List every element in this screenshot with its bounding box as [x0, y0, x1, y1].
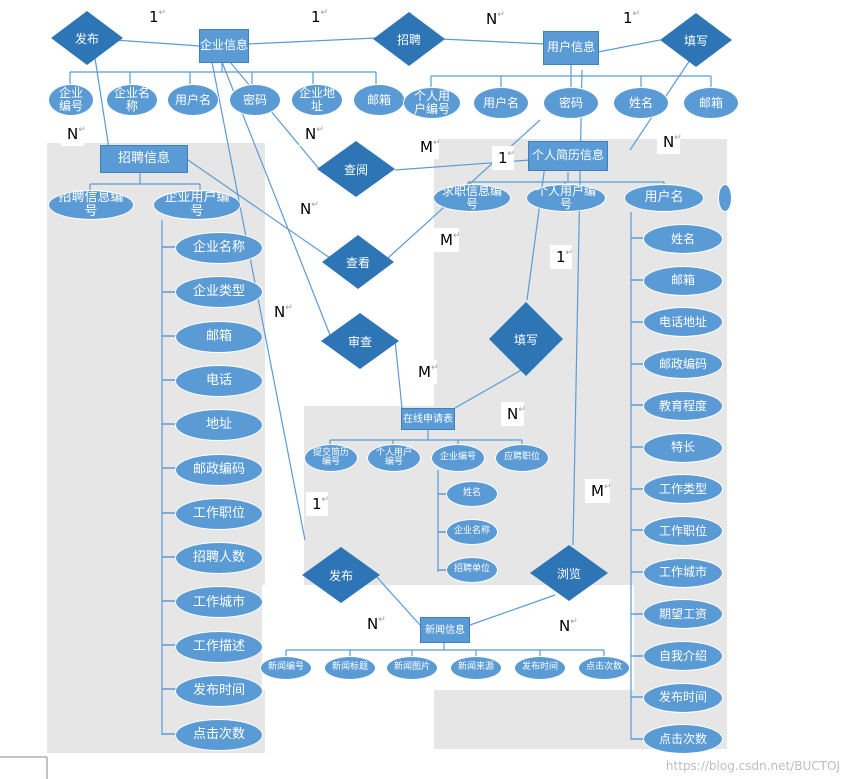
- recruit-attr: 招聘信息编号: [48, 190, 134, 220]
- resume-list-attr: 姓名: [643, 224, 723, 254]
- recruit-list-attr: 企业名称: [175, 232, 263, 264]
- news-attr: 新闻图片: [386, 656, 438, 680]
- resume-attr: 个人用户编号: [526, 184, 606, 212]
- resume-list-attr: 邮箱: [643, 265, 723, 296]
- entity-application: 在线申请表: [401, 408, 455, 430]
- news-attr: 新闻标题: [324, 656, 376, 680]
- application-attr: 企业编号: [431, 444, 485, 472]
- user-attr: 个人用户编号: [403, 87, 461, 119]
- cardinality-label: N↵: [268, 300, 293, 324]
- user-attr: 密码: [543, 87, 599, 119]
- cardinality-label: M↵: [434, 228, 461, 252]
- entity-news: 新闻信息: [420, 617, 470, 643]
- cardinality-label: N↵: [61, 122, 86, 146]
- enterprise-attr: 用户名: [167, 84, 219, 116]
- cardinality-label: M↵: [412, 360, 439, 384]
- application-attr: 个人用户编号: [367, 444, 421, 472]
- cardinality-label: 1↵: [306, 492, 329, 516]
- cardinality-label: N↵: [501, 402, 526, 426]
- cardinality-label: N↵: [299, 122, 324, 146]
- recruit-attr: 企业用户编号: [153, 190, 241, 220]
- resume-attr: 用户名: [624, 184, 704, 212]
- resume-list-attr: 教育程度: [643, 390, 723, 421]
- recruit-list-attr: 邮箱: [175, 320, 263, 353]
- cardinality-label: N↵: [657, 130, 682, 154]
- resume-list-attr: 点击次数: [643, 724, 723, 755]
- resume-list-attr: 电话地址: [643, 307, 723, 338]
- application-sub-attr: 招聘单位: [446, 557, 498, 583]
- cardinality-label: 1↵: [492, 146, 515, 170]
- user-attr: 姓名: [613, 87, 669, 119]
- enterprise-attr: 邮箱: [353, 84, 405, 116]
- recruit-list-attr: 工作描述: [175, 630, 263, 663]
- resume-list-attr: 邮政编码: [643, 349, 723, 380]
- enterprise-attr: 企业地址: [291, 84, 343, 116]
- cardinality-label: N↵: [480, 7, 505, 31]
- application-sub-attr: 姓名: [446, 481, 498, 507]
- cardinality-label: 1↵: [305, 5, 328, 29]
- enterprise-attr: 密码: [229, 84, 281, 116]
- enterprise-attr: 企业名称: [106, 84, 158, 116]
- cardinality-label: M↵: [414, 135, 441, 159]
- user-attr: 用户名: [473, 87, 529, 119]
- cardinality-label: 1↵: [617, 6, 640, 30]
- recruit-list-attr: 企业类型: [175, 276, 263, 309]
- news-attr: 新闻编号: [260, 656, 312, 680]
- cardinality-label: 1↵: [550, 245, 573, 269]
- recruit-list-attr: 地址: [175, 409, 263, 442]
- application-sub-attr: 企业名称: [446, 519, 498, 545]
- resume-list-attr: 工作职位: [643, 515, 723, 546]
- news-attr: 发布时间: [514, 656, 566, 680]
- resume-list-attr: 特长: [643, 432, 723, 463]
- recruit-list-attr: 点击次数: [175, 719, 263, 752]
- recruit-list-attr: 电话: [175, 364, 263, 397]
- cardinality-label: N↵: [361, 612, 386, 636]
- resume-list-attr: 自我介绍: [643, 641, 723, 671]
- application-attr: 应聘职位: [495, 444, 549, 472]
- resume-list-attr: 工作类型: [643, 474, 723, 505]
- entity-user: 用户信息: [543, 31, 599, 65]
- news-attr: 新闻来源: [450, 656, 502, 680]
- cardinality-label: M↵: [585, 479, 612, 503]
- application-attr: 提交简历编号: [304, 444, 358, 472]
- recruit-list-attr: 邮政编码: [175, 453, 263, 486]
- entity-enterprise: 企业信息: [199, 29, 249, 63]
- resume-attr-edge: [718, 184, 732, 212]
- enterprise-attr: 企业编号: [48, 84, 94, 116]
- resume-attr: 求职信息编号: [433, 184, 511, 212]
- recruit-list-attr: 工作城市: [175, 586, 263, 619]
- cardinality-label: N↵: [294, 197, 319, 221]
- user-attr: 邮箱: [683, 87, 739, 119]
- cardinality-label: N↵: [553, 614, 578, 638]
- cardinality-label: 1↵: [143, 5, 166, 29]
- recruit-list-attr: 工作职位: [175, 497, 263, 530]
- news-attr: 点击次数: [578, 656, 630, 680]
- watermark: https://blog.csdn.net/BUCTOJ: [665, 759, 840, 773]
- resume-list-attr: 期望工资: [643, 599, 723, 630]
- entity-resume: 个人简历信息: [528, 141, 608, 171]
- entity-recruit-info: 招聘信息: [100, 145, 188, 173]
- recruit-list-attr: 招聘人数: [175, 542, 263, 575]
- recruit-list-attr: 发布时间: [175, 675, 263, 707]
- resume-list-attr: 工作城市: [643, 557, 723, 588]
- resume-list-attr: 发布时间: [643, 682, 723, 713]
